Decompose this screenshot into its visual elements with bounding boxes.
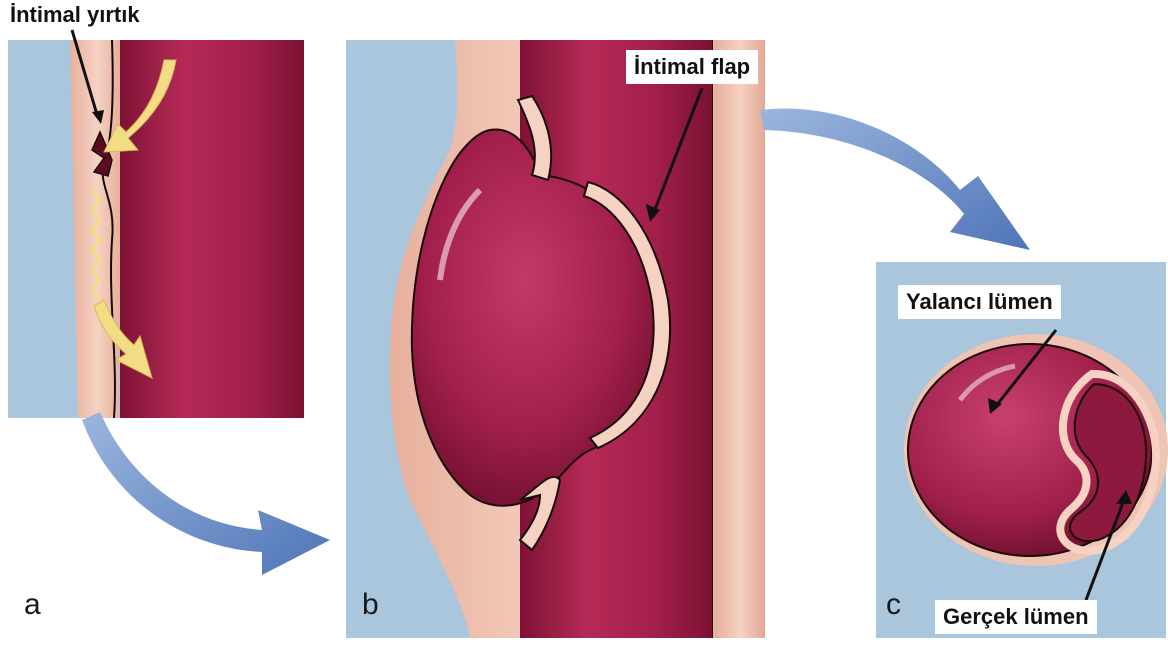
panel-letter-b: b <box>362 588 379 622</box>
label-true-lumen: Gerçek lümen <box>935 600 1097 634</box>
panel-letter-a: a <box>24 588 41 622</box>
panel-letter-c: c <box>886 588 901 622</box>
arrow-b-to-c <box>760 108 1030 250</box>
label-intimal-tear: İntimal yırtık <box>10 2 140 28</box>
panel-b <box>346 40 765 638</box>
arrow-a-to-b <box>82 412 330 575</box>
panel-a-vessel-wall <box>70 40 125 418</box>
panel-b-right-wall <box>715 40 765 638</box>
label-intimal-flap: İntimal flap <box>626 50 758 84</box>
label-false-lumen: Yalancı lümen <box>898 285 1061 319</box>
panel-a <box>8 30 304 418</box>
